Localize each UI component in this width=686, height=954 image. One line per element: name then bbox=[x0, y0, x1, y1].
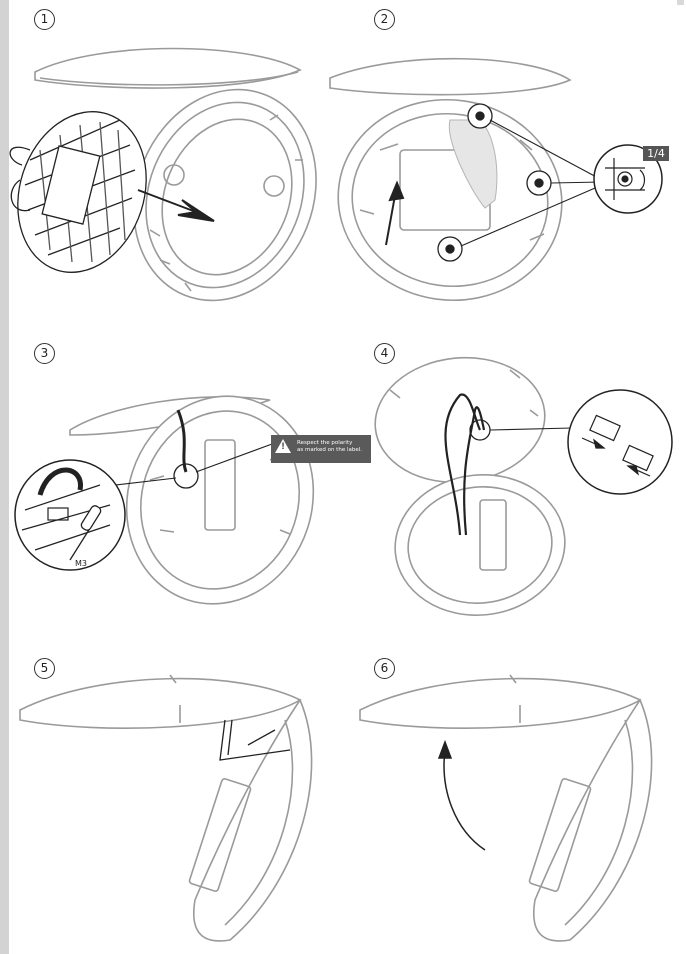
step-6-illustration bbox=[340, 650, 680, 950]
page-corner-mark bbox=[677, 0, 684, 5]
step-4-drawing bbox=[374, 356, 673, 616]
step-2-drawing bbox=[329, 57, 663, 302]
step-2-illustration bbox=[320, 40, 670, 310]
step-number-2: 2 bbox=[374, 9, 395, 30]
warning-text-line-1: Respect the polarity bbox=[297, 440, 353, 446]
warning-text-line-2: as marked on the label. bbox=[297, 447, 363, 453]
step-number-4: 4 bbox=[374, 343, 395, 364]
screw-size-label: M3 bbox=[75, 559, 87, 568]
step-5-illustration bbox=[0, 650, 340, 950]
step-6-drawing bbox=[359, 674, 653, 942]
quarter-turn-badge: 1/4 bbox=[643, 146, 669, 161]
step-3-illustration bbox=[0, 380, 340, 610]
page-edge-bar bbox=[0, 0, 9, 954]
step-1-drawing bbox=[9, 47, 317, 302]
step-number-5: 5 bbox=[34, 658, 55, 679]
step-4-illustration bbox=[360, 350, 680, 620]
step-3-drawing bbox=[14, 395, 315, 605]
polarity-warning-label: ! Respect the polarity as marked on the … bbox=[271, 435, 371, 463]
step-number-6: 6 bbox=[374, 658, 395, 679]
step-5-drawing bbox=[19, 674, 313, 942]
step-number-1: 1 bbox=[34, 9, 55, 30]
warning-triangle-icon bbox=[275, 439, 291, 453]
step-1-illustration bbox=[0, 0, 340, 320]
step-number-3: 3 bbox=[34, 343, 55, 364]
warning-exclamation-icon: ! bbox=[281, 442, 286, 452]
